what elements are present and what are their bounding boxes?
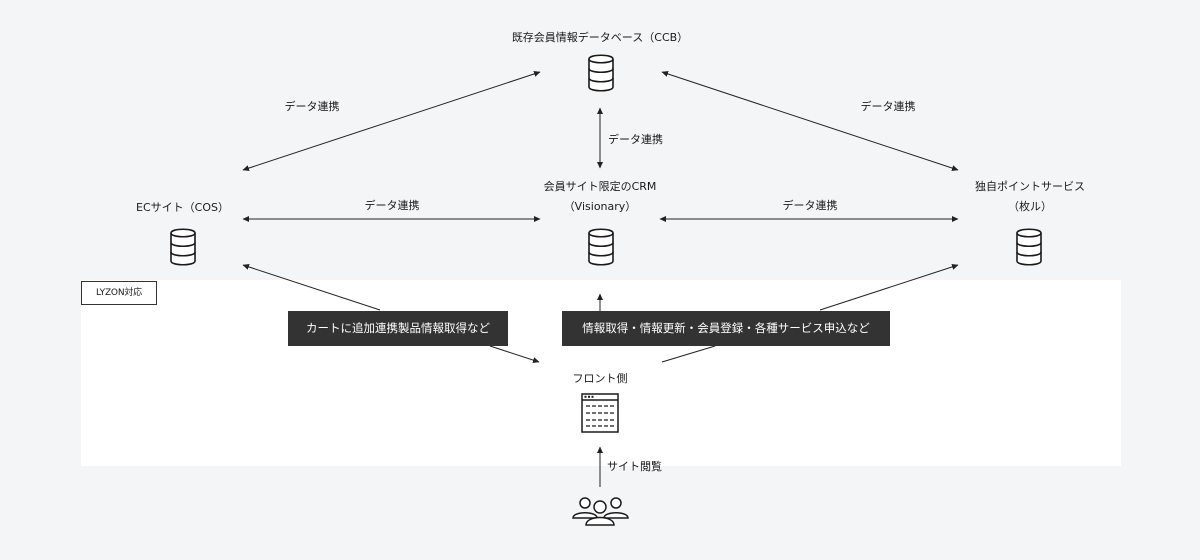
edge-label-users-front: サイト閲覧 xyxy=(607,460,662,473)
edge-points-ccb xyxy=(661,71,959,171)
points-subtitle: （枚ル） xyxy=(1008,200,1052,213)
cos-title: ECサイト（COS） xyxy=(136,201,229,214)
edge-cos-ccb xyxy=(242,71,541,171)
browser-window-icon xyxy=(581,393,619,433)
front-title: フロント側 xyxy=(572,372,628,385)
edge-front-points-b xyxy=(819,264,959,311)
database-icon xyxy=(588,228,614,266)
edge-label-crm-ccb: データ連携 xyxy=(608,133,663,146)
edge-cart-front xyxy=(489,345,540,363)
edge-label-points-ccb: データ連携 xyxy=(860,100,916,113)
edge-front-cos xyxy=(242,264,381,311)
cart-callout: カートに追加連携製品情報取得など xyxy=(288,311,508,346)
info-callout: 情報取得・情報更新・会員登録・各種サービス申込など xyxy=(562,311,890,346)
edge-front-points-a xyxy=(661,345,716,363)
crm-title: 会員サイト限定のCRM xyxy=(543,180,657,193)
edge-label-cos-crm: データ連携 xyxy=(364,199,420,212)
database-icon xyxy=(170,228,196,266)
crm-subtitle: （Visionary） xyxy=(563,200,637,213)
ccb-title: 既存会員情報データベース（CCB） xyxy=(511,31,689,44)
edge-label-cos-ccb: データ連携 xyxy=(284,100,340,113)
lyzon-scope-tag: LYZON対応 xyxy=(81,281,157,305)
users-group-icon xyxy=(572,497,629,526)
database-icon xyxy=(1016,228,1042,266)
database-icon xyxy=(588,54,614,92)
edge-label-crm-points: データ連携 xyxy=(782,199,838,212)
points-title: 独自ポイントサービス xyxy=(975,180,1085,193)
